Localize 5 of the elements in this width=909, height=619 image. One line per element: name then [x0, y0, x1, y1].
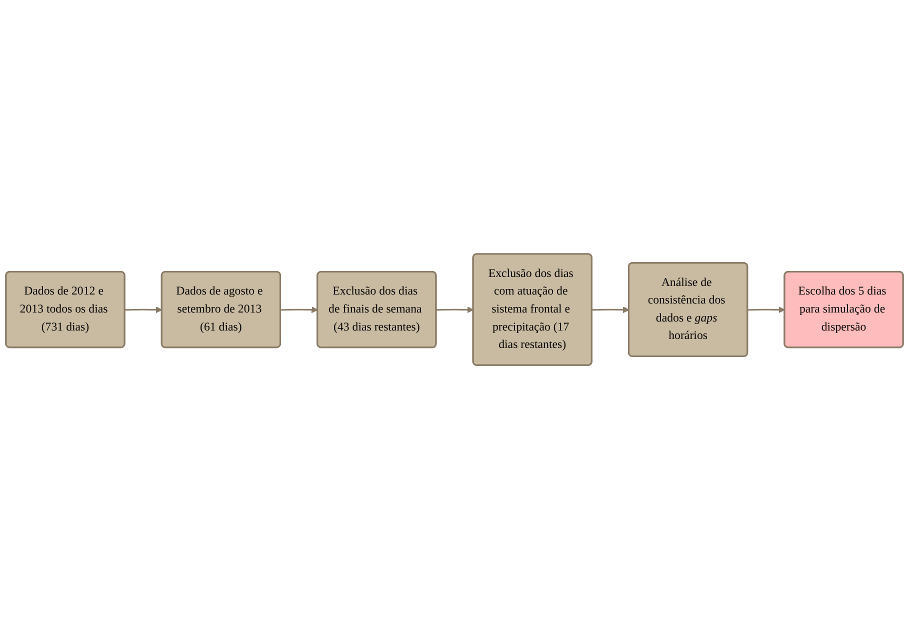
arrow	[436, 306, 474, 313]
arrow	[748, 306, 786, 313]
arrow	[280, 306, 318, 313]
arrow	[124, 306, 162, 313]
arrow	[592, 306, 630, 313]
